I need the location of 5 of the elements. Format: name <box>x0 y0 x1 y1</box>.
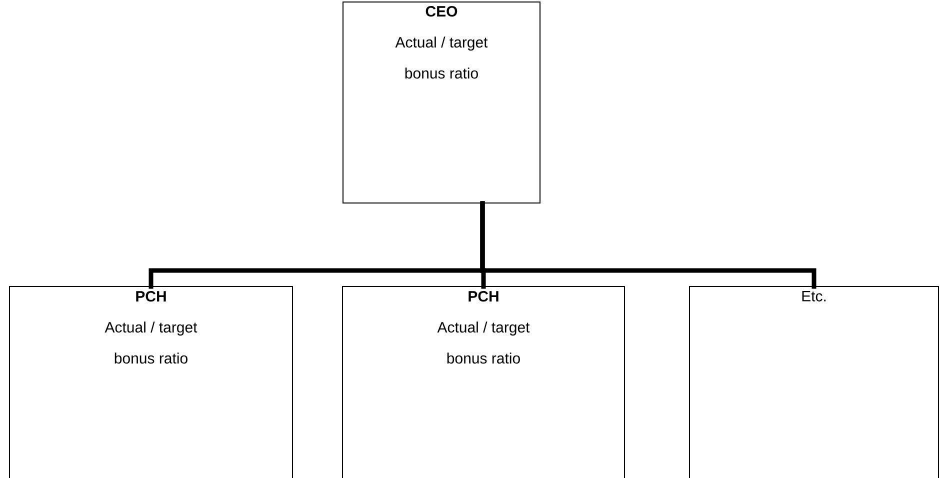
org-box: CEO Actual / target bonus ratio <box>342 2 540 204</box>
org-box: PCH Actual / target bonus ratio <box>342 286 625 478</box>
org-box: Etc. <box>689 286 939 478</box>
org-box: PCH Actual / target bonus ratio <box>9 286 293 478</box>
connector-line <box>480 201 816 289</box>
